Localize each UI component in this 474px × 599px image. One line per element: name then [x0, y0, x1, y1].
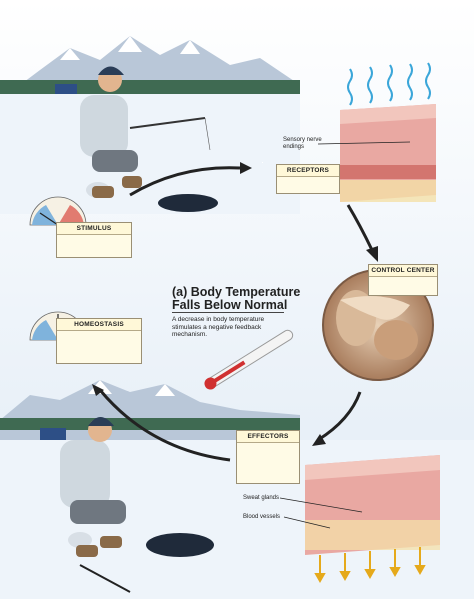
diagram-description: A decrease in body temperature stimulate… [172, 316, 265, 338]
arrowhead-receptors [240, 162, 252, 174]
vessel-leader-line [283, 516, 331, 529]
top-ice-surface [0, 94, 300, 214]
bottom-skin-block [279, 455, 440, 584]
top-treeline [0, 80, 300, 94]
top-skin-block [317, 62, 436, 202]
arrowhead-control [366, 246, 378, 262]
receptors-label: RECEPTORS [277, 165, 339, 177]
bottom-treeline [0, 418, 300, 430]
control-center-label: CONTROL CENTER [369, 265, 437, 277]
heat-arrows [314, 547, 426, 584]
stimulus-label: STIMULUS [57, 223, 131, 235]
effectors-label: EFFECTORS [237, 431, 299, 443]
stimulus-gauge [29, 196, 87, 226]
arrow-receptors-to-control [346, 204, 374, 251]
effectors-label-box: EFFECTORS [236, 430, 300, 484]
thermometer [204, 329, 294, 390]
blood-vessels-label: Blood vessels [243, 514, 281, 520]
arrow-control-to-effectors [317, 391, 362, 442]
top-fisherman [80, 66, 211, 198]
arrowhead-homeostasis [92, 384, 104, 396]
control-center-label-box: CONTROL CENTER [368, 264, 438, 296]
diagram-title: (a) Body Temperature Falls Below Normal [172, 285, 301, 312]
stimulus-label-box: STIMULUS [56, 222, 132, 258]
cold-stimulus-waves [347, 62, 431, 106]
title-rule [172, 312, 284, 313]
sensory-leader-line [317, 141, 411, 145]
top-ice-hole [158, 194, 218, 212]
bottom-fisherman [60, 417, 131, 593]
homeostasis-label-box: HOMEOSTASIS [56, 318, 142, 364]
sensory-answer-box[interactable] [262, 162, 263, 163]
arrowhead-effectors [312, 434, 326, 446]
sweat-glands-label: Sweat glands [243, 495, 280, 501]
receptors-label-box: RECEPTORS [276, 164, 340, 194]
feedback-arrows [98, 166, 374, 462]
bottom-ice-hut [40, 428, 66, 442]
arrow-stimulus-to-receptors [129, 166, 241, 197]
top-ice-hut [55, 84, 77, 96]
sensory-nerve-endings-label: Sensory nerve endings [283, 137, 322, 150]
bottom-ice-hole [146, 533, 214, 557]
top-landscape [0, 36, 300, 214]
homeostasis-label: HOMEOSTASIS [57, 319, 141, 331]
arrow-heads [92, 162, 378, 446]
control-center-image [322, 269, 434, 381]
stimulus-gauge-needle [39, 212, 59, 226]
arrow-effectors-to-homeostasis [98, 389, 231, 462]
sweat-leader-line [279, 497, 363, 513]
